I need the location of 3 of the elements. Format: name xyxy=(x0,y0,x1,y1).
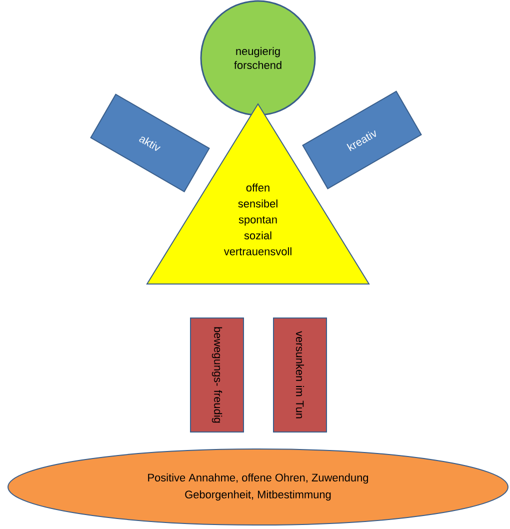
arm-box: aktiv xyxy=(90,94,210,192)
leg-box: versunken im Tun xyxy=(273,318,327,432)
leg-box: bewegungs- freudig xyxy=(190,318,244,432)
